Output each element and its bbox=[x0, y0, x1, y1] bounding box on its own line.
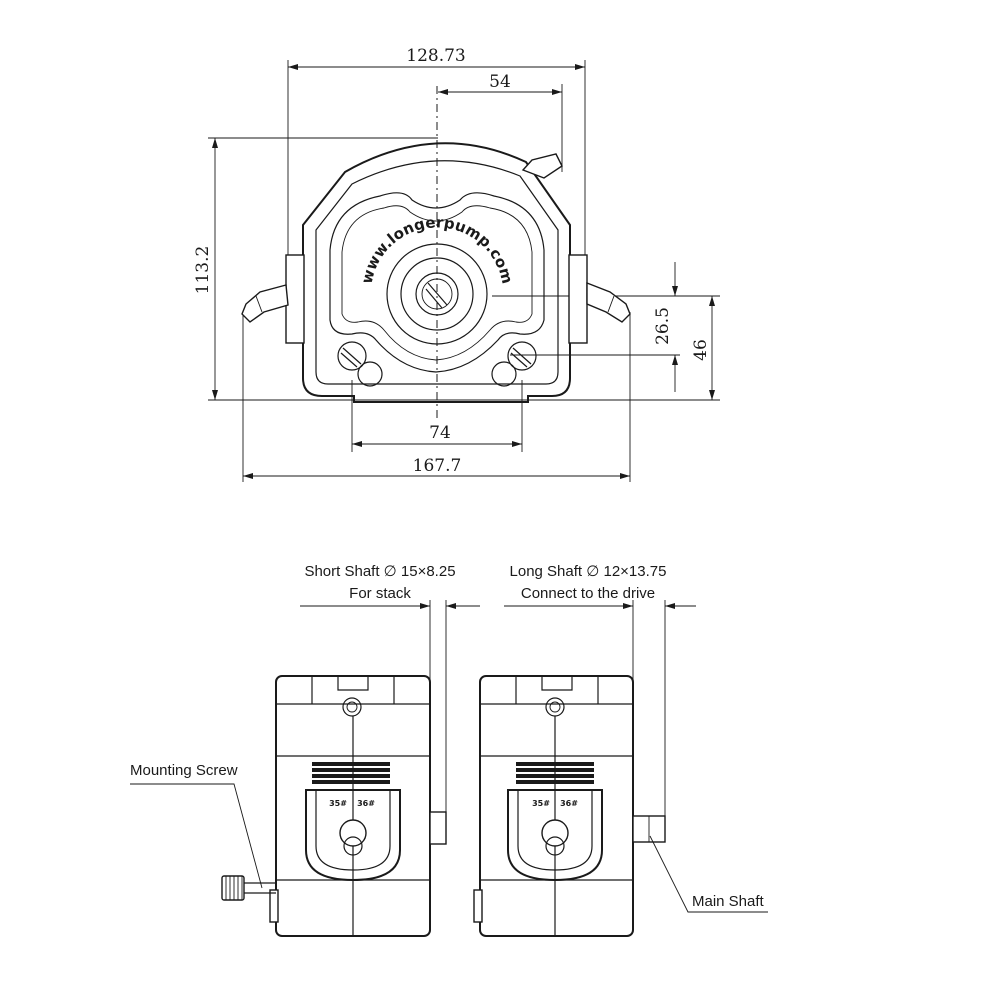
locator-hole-right bbox=[491, 361, 517, 387]
mounting-screw bbox=[221, 875, 276, 901]
long-shaft-sublabel: Connect to the drive bbox=[521, 585, 655, 602]
main-shaft-leader bbox=[649, 835, 768, 913]
tube-knob-right bbox=[541, 819, 569, 847]
dim-offset-outlet: 54 bbox=[489, 72, 511, 92]
tube-clamp-right bbox=[507, 789, 603, 882]
top-screw-left bbox=[342, 697, 362, 717]
grip-ridges-left bbox=[312, 762, 390, 784]
left-side-block bbox=[285, 254, 305, 344]
grip-ridges-right bbox=[516, 762, 594, 784]
dim-height-shaft: 26.5 bbox=[653, 307, 673, 345]
short-shaft-sublabel: For stack bbox=[349, 585, 411, 602]
dim-width-overall: 128.73 bbox=[406, 46, 465, 66]
side-view-short-shaft: 35# 36# bbox=[221, 675, 447, 937]
top-screw-right bbox=[545, 697, 565, 717]
short-shaft-label: Short Shaft ∅ 15×8.25 bbox=[304, 563, 455, 580]
pump-housing bbox=[302, 142, 571, 403]
side-view-long-shaft: 35# 36# bbox=[473, 675, 666, 937]
tube-knob-left bbox=[339, 819, 367, 847]
dim-height-mount: 46 bbox=[691, 339, 711, 361]
mount-hole-left bbox=[337, 341, 367, 371]
tube-size-a-left: 35# bbox=[329, 799, 347, 808]
mounting-screw-leader bbox=[130, 783, 263, 889]
right-side-block bbox=[568, 254, 588, 344]
dim-height-overall: 113.2 bbox=[193, 246, 213, 295]
rotor-track bbox=[329, 192, 545, 373]
tube-clamp-left bbox=[305, 789, 401, 882]
tube-size-b-right: 36# bbox=[560, 799, 578, 808]
top-outlet-fitting bbox=[521, 153, 563, 179]
mount-hole-right bbox=[507, 341, 537, 371]
left-tube-fitting bbox=[241, 284, 289, 323]
tube-size-a-right: 35# bbox=[532, 799, 550, 808]
main-shaft-label: Main Shaft bbox=[692, 893, 765, 910]
right-tube-fitting bbox=[586, 281, 631, 323]
tube-size-b-left: 36# bbox=[357, 799, 375, 808]
mounting-screw-label: Mounting Screw bbox=[130, 762, 238, 779]
pump-body-right bbox=[479, 675, 634, 937]
locator-hole-left bbox=[357, 361, 383, 387]
dim-hole-spacing: 74 bbox=[429, 423, 451, 443]
front-view: 128.73 54 113.2 26.5 46 74 167.7 bbox=[193, 46, 720, 482]
dim-width-tubing: 167.7 bbox=[413, 456, 462, 476]
long-shaft-label: Long Shaft ∅ 12×13.75 bbox=[510, 563, 667, 580]
short-shaft bbox=[429, 811, 447, 845]
